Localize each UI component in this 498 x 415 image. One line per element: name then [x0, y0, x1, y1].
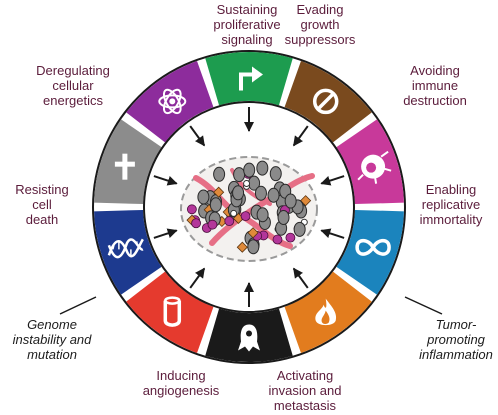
stromal-cell: [300, 195, 312, 207]
cancer-cell: [232, 185, 245, 201]
blood-vessel-strand: [209, 173, 315, 246]
cancer-cell: [209, 197, 222, 213]
immune-cell: [240, 211, 251, 222]
cancer-cell: [277, 210, 290, 226]
inward-arrows: [153, 107, 345, 307]
prohibition-icon: [312, 88, 339, 115]
small-cell: [230, 209, 238, 217]
inward-arrow: [320, 175, 345, 186]
label-line: cell: [32, 197, 52, 212]
cancer-cell: [256, 207, 269, 223]
cancer-cell: [247, 239, 260, 255]
arrow-icon: [239, 66, 263, 91]
cancer-cell: [197, 189, 210, 205]
inward-arrow: [320, 228, 345, 239]
label-line: destruction: [403, 93, 467, 108]
label-line: growth: [300, 17, 340, 32]
infinity-icon: [355, 238, 391, 256]
label-line: energetics: [43, 93, 103, 108]
label-line: inflammation: [419, 347, 493, 362]
label-line: proliferative: [213, 17, 281, 32]
cancer-cell: [233, 167, 246, 183]
callout-line-genome: [59, 296, 97, 315]
label-line: angiogenesis: [142, 383, 220, 398]
label-line: signaling: [221, 32, 273, 47]
inward-arrow: [153, 175, 178, 186]
label-line: Sustaining: [216, 2, 278, 17]
label-line: cellular: [52, 78, 94, 93]
inward-arrow: [189, 267, 206, 289]
label-line: immortality: [419, 212, 483, 227]
callout-line-inflammation: [404, 296, 443, 315]
inward-arrow: [153, 228, 178, 239]
cancer-cell: [243, 162, 256, 178]
cancer-cell: [213, 166, 226, 182]
label-line: Avoiding: [410, 63, 460, 78]
label-line: Enabling: [425, 182, 477, 197]
inward-arrow: [292, 125, 309, 147]
label-line: Genome: [27, 317, 77, 332]
stromal-cell: [213, 186, 225, 198]
inward-arrow: [292, 267, 309, 289]
immune-cell: [207, 219, 218, 230]
label-line: Activating: [276, 368, 334, 383]
label-line: promoting: [427, 332, 485, 347]
label-line: death: [25, 212, 59, 227]
small-cell: [243, 179, 251, 187]
immune-cell: [186, 204, 197, 215]
segment-inducing-angiogenesis: [126, 271, 214, 354]
blood-vessel-icon: [163, 296, 182, 327]
label-line: immune: [411, 78, 459, 93]
tumor-cells: [186, 160, 312, 255]
cancer-cell: [293, 221, 306, 237]
cancer-cell: [269, 166, 282, 182]
label-line: invasion and: [268, 383, 342, 398]
immune-cell: [191, 218, 201, 229]
flame-icon: [315, 298, 337, 326]
cross-icon: [114, 153, 135, 180]
cancer-cell: [256, 160, 269, 176]
immune-cell: [224, 216, 235, 227]
cancer-cell: [254, 185, 267, 201]
immune-cell: [285, 232, 296, 243]
stromal-cell: [247, 227, 259, 239]
label-line: instability and: [12, 332, 92, 347]
segment-evading-growth-suppressors: [284, 60, 372, 143]
ring-segments: [94, 51, 404, 363]
label-line: Inducing: [156, 368, 206, 383]
label-line: mutation: [27, 347, 77, 362]
atom-icon: [158, 88, 187, 115]
stromal-cell: [236, 241, 248, 253]
label-line: Tumor-: [435, 317, 477, 332]
tumor-illustration: [180, 156, 318, 262]
label-line: Evading: [296, 2, 344, 17]
immune-cell: [272, 234, 283, 245]
label-line: Deregulating: [36, 63, 110, 78]
label-line: metastasis: [273, 398, 337, 413]
migrating-cell-icon: [238, 324, 260, 352]
inward-arrow: [189, 125, 206, 147]
label-line: suppressors: [284, 32, 356, 47]
dna-icon: [107, 238, 144, 259]
cancer-cell: [284, 193, 297, 209]
label-line: replicative: [421, 197, 481, 212]
immune-cell-icon: [357, 150, 392, 184]
label-line: Resisting: [15, 182, 69, 197]
segment-sustaining-proliferative-signaling: [205, 51, 293, 106]
cancer-cell: [267, 187, 280, 203]
